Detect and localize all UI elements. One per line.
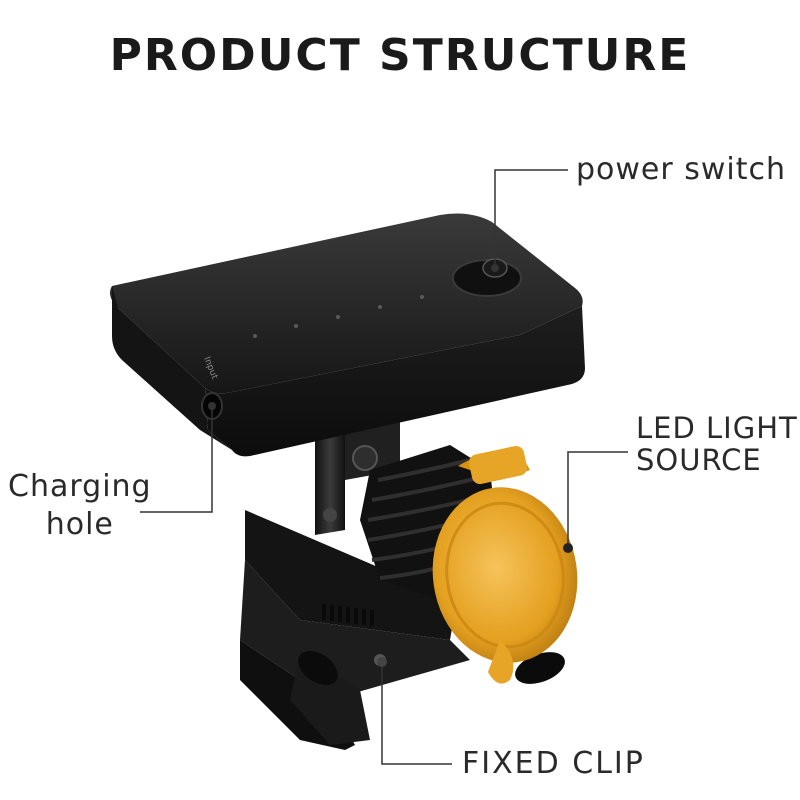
led-filter-cap <box>432 445 578 684</box>
callout-leaders <box>140 169 628 765</box>
charging-label-line1: Charging <box>8 469 152 504</box>
led-leader <box>567 451 628 548</box>
page-title: PRODUCT STRUCTURE <box>109 30 691 81</box>
charging-hole-label: Charging hole <box>8 468 152 544</box>
fixed-clip-leader <box>381 662 452 765</box>
power-switch-button <box>452 258 522 297</box>
charging-leader <box>140 406 213 513</box>
led-light-source-label: LED LIGHT SOURCE <box>636 412 798 476</box>
led-label-line2: SOURCE <box>636 443 762 477</box>
fixed-clip <box>240 510 565 750</box>
battery-box: Input <box>110 213 585 457</box>
power-switch-label: power switch <box>576 152 787 187</box>
power-switch-leader <box>494 169 568 268</box>
fixed-clip-label: FIXED CLIP <box>462 746 645 781</box>
charging-label-line2: hole <box>45 507 114 542</box>
led-label-line1: LED LIGHT <box>636 411 798 445</box>
